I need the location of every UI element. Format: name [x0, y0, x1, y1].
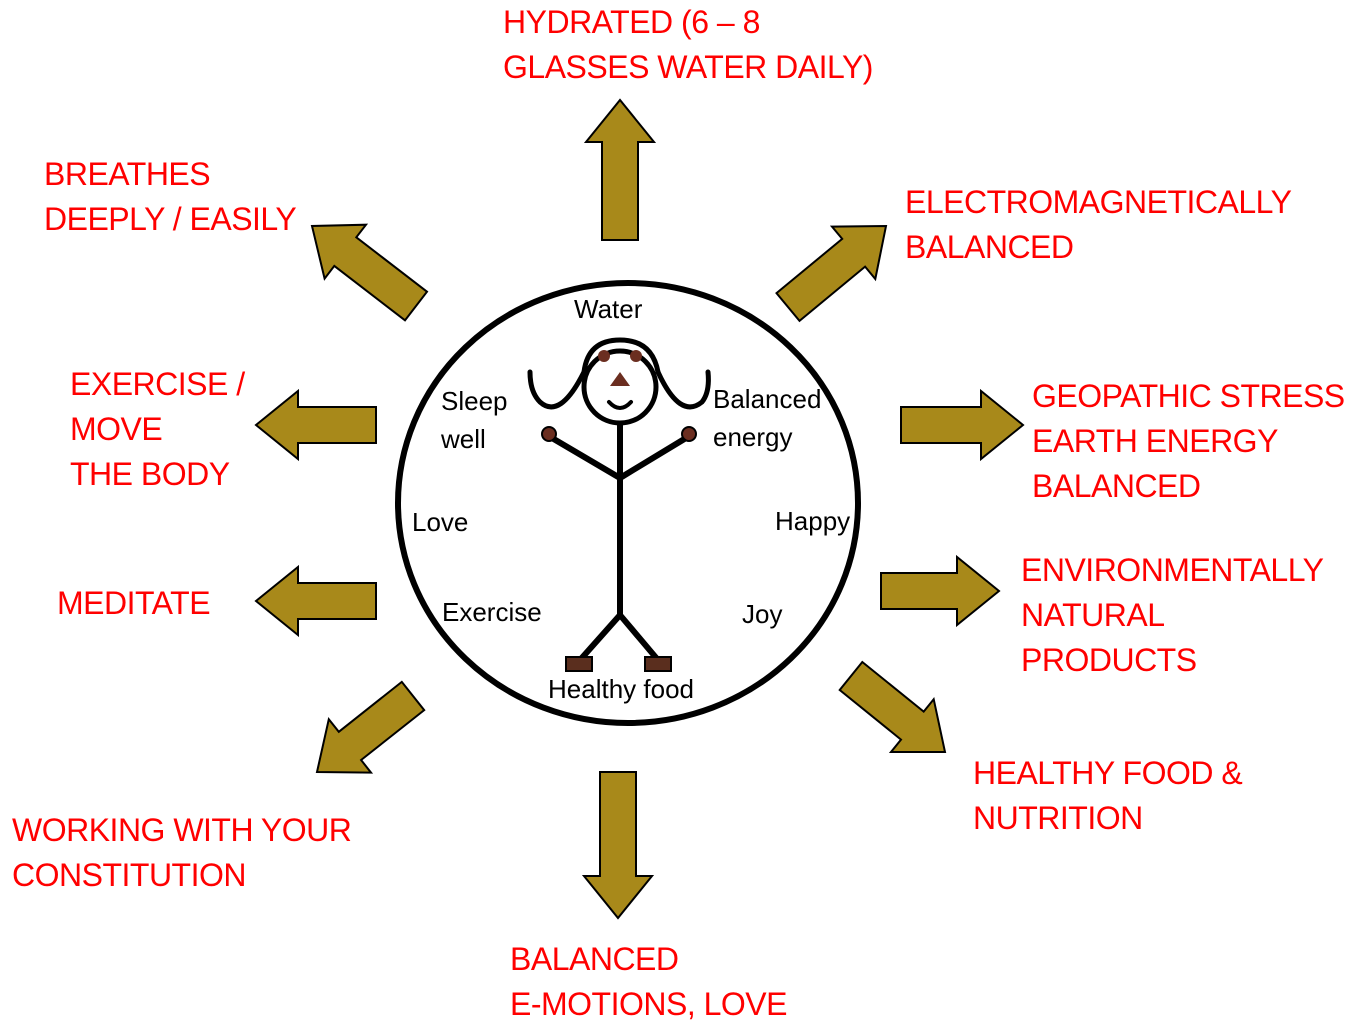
- inner-label-balanced-energy: Balanced energy: [713, 380, 821, 456]
- arrow-down-icon: [584, 772, 652, 918]
- inner-label-love: Love: [412, 503, 468, 541]
- inner-label-healthy-food: Healthy food: [548, 670, 694, 708]
- inner-label-water: Water: [574, 290, 642, 328]
- shoe-icon: [645, 657, 671, 671]
- eye-icon: [598, 350, 610, 362]
- inner-label-happy: Happy: [775, 502, 850, 540]
- inner-label-exercise: Exercise: [442, 593, 542, 631]
- arrow-right-upper-icon: [901, 391, 1023, 459]
- label-hydrated: HYDRATED (6 – 8 GLASSES WATER DAILY): [503, 0, 873, 90]
- label-meditate: MEDITATE: [57, 581, 210, 626]
- eye-icon: [630, 350, 642, 362]
- arrow-down-right-icon: [840, 662, 945, 752]
- hand-icon: [682, 427, 696, 441]
- label-exercise: EXERCISE / MOVE THE BODY: [70, 362, 245, 497]
- label-healthy-food-nutrition: HEALTHY FOOD & NUTRITION: [973, 751, 1242, 841]
- label-breathes: BREATHES DEEPLY / EASILY: [44, 152, 296, 242]
- label-emotions: BALANCED E-MOTIONS, LOVE: [510, 937, 787, 1027]
- label-geopathic: GEOPATHIC STRESS EARTH ENERGY BALANCED: [1032, 374, 1345, 509]
- inner-label-joy: Joy: [742, 595, 782, 633]
- label-electromagnetic: ELECTROMAGNETICALLY BALANCED: [905, 180, 1291, 270]
- shoe-icon: [566, 657, 592, 671]
- label-environmental: ENVIRONMENTALLY NATURAL PRODUCTS: [1021, 548, 1323, 683]
- arrow-right-lower-icon: [881, 557, 999, 625]
- arrow-up-right-icon: [777, 226, 887, 321]
- inner-label-sleep: Sleep well: [441, 382, 508, 458]
- head-icon: [584, 351, 656, 423]
- arrow-left-upper-icon: [256, 391, 376, 459]
- arrow-down-left-icon: [317, 682, 424, 773]
- label-constitution: WORKING WITH YOUR CONSTITUTION: [12, 808, 351, 898]
- hand-icon: [542, 427, 556, 441]
- arrow-left-lower-icon: [256, 567, 376, 635]
- arrow-up-icon: [586, 100, 654, 240]
- arrow-up-left-icon: [312, 225, 427, 321]
